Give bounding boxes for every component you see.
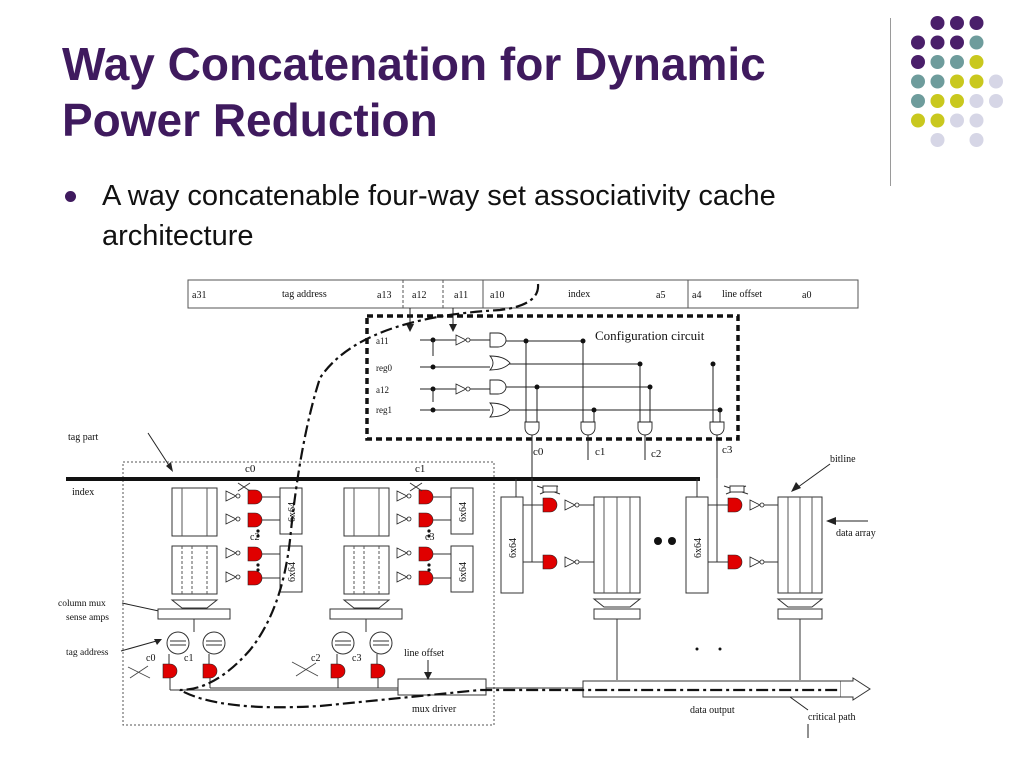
config-in-reg0: reg0	[376, 363, 392, 373]
addr-a4: a4	[692, 290, 701, 301]
config-title: Configuration circuit	[595, 328, 705, 343]
tag-line-offset: line offset	[404, 648, 444, 659]
addr-a31: a31	[192, 290, 206, 301]
tag-c1-bot: c1	[184, 653, 193, 664]
config-out-c1: c1	[595, 446, 605, 458]
mux-driver-box	[397, 678, 487, 696]
tag-6x64-4: 6x64	[458, 562, 469, 582]
configuration-circuit: Configuration circuit a11 reg0 a12 reg1	[365, 308, 740, 478]
slide-title: Way Concatenation for Dynamic Power Redu…	[62, 36, 862, 148]
critical-path-line	[179, 283, 840, 709]
label-column-mux: column mux	[58, 599, 106, 609]
addr-line-offset: line offset	[722, 289, 762, 300]
data-array-section: 6x64 6x64	[500, 478, 824, 680]
tag-mux-driver: mux driver	[412, 704, 457, 715]
config-in-a11: a11	[376, 336, 389, 346]
config-in-a12: a12	[376, 385, 389, 395]
addr-a5: a5	[656, 290, 665, 301]
config-out-c2: c2	[651, 448, 661, 460]
label-tag-part: tag part	[68, 432, 98, 443]
bullet-text: A way concatenable four-way set associat…	[102, 180, 776, 252]
tag-c2-bot: c2	[311, 653, 320, 664]
data-bitline: bitline	[830, 454, 856, 465]
tag-c3-mid: c3	[425, 532, 434, 543]
tag-way-right: 6x64 6x64 c3	[329, 482, 474, 679]
data-6x64-2: 6x64	[693, 538, 704, 558]
addr-tag-address: tag address	[282, 289, 327, 300]
tag-c0-bot: c0	[146, 653, 155, 664]
addr-a13: a13	[377, 290, 391, 301]
tag-6x64-2: 6x64	[287, 562, 298, 582]
left-labels: tag part index column mux sense amps tag…	[58, 432, 173, 658]
tag-part-box	[122, 461, 495, 726]
tag-6x64-3: 6x64	[458, 502, 469, 522]
config-in-reg1: reg1	[376, 405, 392, 415]
tag-c3-bot: c3	[352, 653, 361, 664]
data-array-label: data array	[836, 528, 876, 539]
decorative-divider	[890, 18, 891, 186]
addr-a0: a0	[802, 290, 811, 301]
config-out-c3: c3	[722, 444, 733, 456]
label-index: index	[72, 487, 94, 498]
config-out-c0: c0	[533, 446, 544, 458]
tag-way-left: 6x64 6x64 c2	[157, 482, 303, 679]
tag-c1-top: c1	[415, 463, 425, 475]
bullet-dot-icon	[65, 191, 76, 202]
addr-a11: a11	[454, 290, 468, 301]
tag-c0-top: c0	[245, 463, 256, 475]
slide-title-line-2: Power Reduction	[62, 94, 438, 146]
tag-c2-mid: c2	[250, 532, 259, 543]
data-6x64-1: 6x64	[508, 538, 519, 558]
slide-title-line-1: Way Concatenation for Dynamic	[62, 38, 766, 90]
addr-index: index	[568, 289, 590, 300]
addr-a12: a12	[412, 290, 426, 301]
addr-a10: a10	[490, 290, 504, 301]
label-tag-address: tag address	[66, 648, 109, 658]
label-sense-amps: sense amps	[66, 613, 109, 623]
data-critical-path: critical path	[808, 712, 855, 723]
data-output-label: data output	[690, 705, 735, 716]
